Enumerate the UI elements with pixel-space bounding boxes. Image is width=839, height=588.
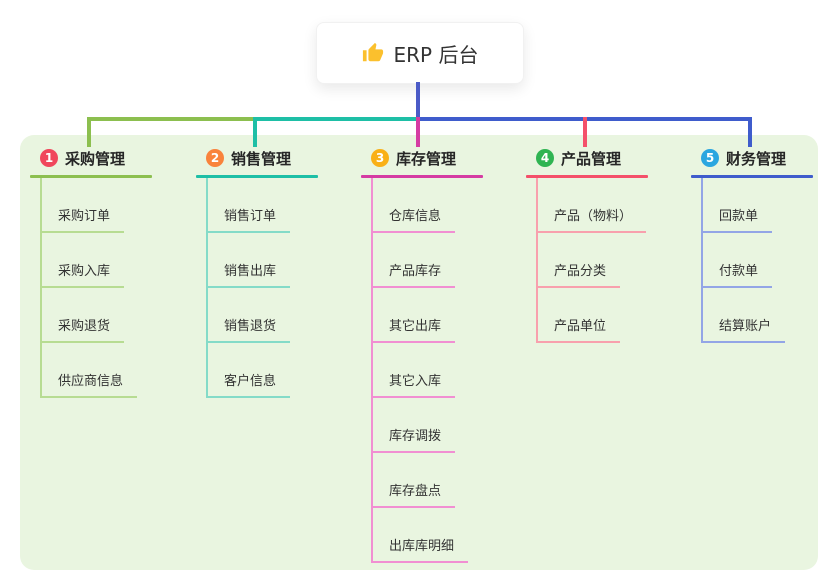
- child-node-label: 销售订单: [206, 205, 291, 233]
- child-node[interactable]: 采购入库: [30, 233, 180, 288]
- branch-underline: [361, 175, 483, 178]
- child-node[interactable]: 采购订单: [30, 178, 180, 233]
- branch-title-label: 财务管理: [726, 149, 787, 168]
- bus-segment-teal: [253, 117, 420, 121]
- child-node-label: 采购订单: [40, 205, 125, 233]
- branch-title-label: 库存管理: [396, 149, 457, 168]
- child-node-label: 产品（物料）: [536, 205, 647, 233]
- branch-underline: [526, 175, 648, 178]
- child-node-label: 结算账户: [701, 315, 786, 343]
- child-node-label: 仓库信息: [371, 205, 456, 233]
- branch-number-badge: 4: [536, 149, 554, 167]
- child-node-label: 库存盘点: [371, 480, 456, 508]
- child-node-label: 库存调拨: [371, 425, 456, 453]
- branch-1: 1 采购管理采购订单采购入库采购退货供应商信息: [30, 146, 180, 398]
- child-node[interactable]: 库存盘点: [361, 453, 511, 508]
- child-node[interactable]: 供应商信息: [30, 343, 180, 398]
- branch-child-connector-line: [371, 178, 373, 563]
- thumbs-up-icon: [362, 42, 384, 64]
- branch-node-title[interactable]: 4 产品管理: [526, 146, 676, 170]
- branch-number-badge: 5: [701, 149, 719, 167]
- child-node-label: 产品库存: [371, 260, 456, 288]
- child-node-label: 销售出库: [206, 260, 291, 288]
- branch-child-connector-line: [536, 178, 538, 343]
- branch-node-title[interactable]: 5 财务管理: [691, 146, 839, 170]
- branch-drop-line-5: [748, 117, 752, 147]
- branch-4: 4 产品管理产品（物料） 产品分类产品单位: [526, 146, 676, 343]
- child-node[interactable]: 销售退货: [196, 288, 346, 343]
- branch-drop-line-2: [253, 117, 257, 147]
- branch-drop-line-1: [87, 117, 91, 147]
- child-node-label: 客户信息: [206, 370, 291, 398]
- branch-title-label: 产品管理: [561, 149, 622, 168]
- branch-number-badge: 2: [206, 149, 224, 167]
- branch-title-label: 采购管理: [65, 149, 126, 168]
- branch-underline: [30, 175, 152, 178]
- child-node-label: 其它出库: [371, 315, 456, 343]
- branch-node-title[interactable]: 2 销售管理: [196, 146, 346, 170]
- branch-2: 2 销售管理销售订单销售出库销售退货客户信息: [196, 146, 346, 398]
- child-node[interactable]: 产品分类: [526, 233, 676, 288]
- child-node-label: 采购入库: [40, 260, 125, 288]
- branch-node-title[interactable]: 3 库存管理: [361, 146, 511, 170]
- child-node-label: 其它入库: [371, 370, 456, 398]
- child-node[interactable]: 出库库明细: [361, 508, 511, 563]
- child-node-label: 出库库明细: [371, 535, 469, 563]
- child-node[interactable]: 产品库存: [361, 233, 511, 288]
- branch-child-connector-line: [206, 178, 208, 398]
- child-node-label: 产品单位: [536, 315, 621, 343]
- child-node[interactable]: 产品（物料）: [526, 178, 676, 233]
- bus-segment-green: [87, 117, 253, 121]
- child-node[interactable]: 产品单位: [526, 288, 676, 343]
- child-node-label: 产品分类: [536, 260, 621, 288]
- child-node-label: 供应商信息: [40, 370, 138, 398]
- child-node[interactable]: 其它入库: [361, 343, 511, 398]
- child-node[interactable]: 采购退货: [30, 288, 180, 343]
- child-node[interactable]: 客户信息: [196, 343, 346, 398]
- branch-underline: [691, 175, 813, 178]
- child-node-label: 销售退货: [206, 315, 291, 343]
- child-node[interactable]: 仓库信息: [361, 178, 511, 233]
- child-node[interactable]: 库存调拨: [361, 398, 511, 453]
- child-node[interactable]: 结算账户: [691, 288, 839, 343]
- child-node-label: 付款单: [701, 260, 773, 288]
- root-node[interactable]: ERP 后台: [316, 22, 524, 84]
- branch-title-label: 销售管理: [231, 149, 292, 168]
- branch-3: 3 库存管理仓库信息产品库存其它出库其它入库库存调拨库存盘点出库库明细: [361, 146, 511, 563]
- branch-node-title[interactable]: 1 采购管理: [30, 146, 180, 170]
- child-node[interactable]: 销售订单: [196, 178, 346, 233]
- child-node[interactable]: 其它出库: [361, 288, 511, 343]
- branch-5: 5 财务管理回款单付款单结算账户: [691, 146, 839, 343]
- root-connector-line: [416, 82, 420, 121]
- branch-number-badge: 3: [371, 149, 389, 167]
- child-node-label: 回款单: [701, 205, 773, 233]
- branch-underline: [196, 175, 318, 178]
- branch-drop-line-4: [583, 117, 587, 147]
- child-node[interactable]: 销售出库: [196, 233, 346, 288]
- branch-child-connector-line: [40, 178, 42, 398]
- branch-child-connector-line: [701, 178, 703, 343]
- mindmap-canvas: [20, 135, 818, 570]
- branch-drop-line-3: [416, 117, 420, 147]
- child-node[interactable]: 付款单: [691, 233, 839, 288]
- child-node-label: 采购退货: [40, 315, 125, 343]
- branch-number-badge: 1: [40, 149, 58, 167]
- root-node-title: ERP 后台: [393, 42, 479, 67]
- child-node[interactable]: 回款单: [691, 178, 839, 233]
